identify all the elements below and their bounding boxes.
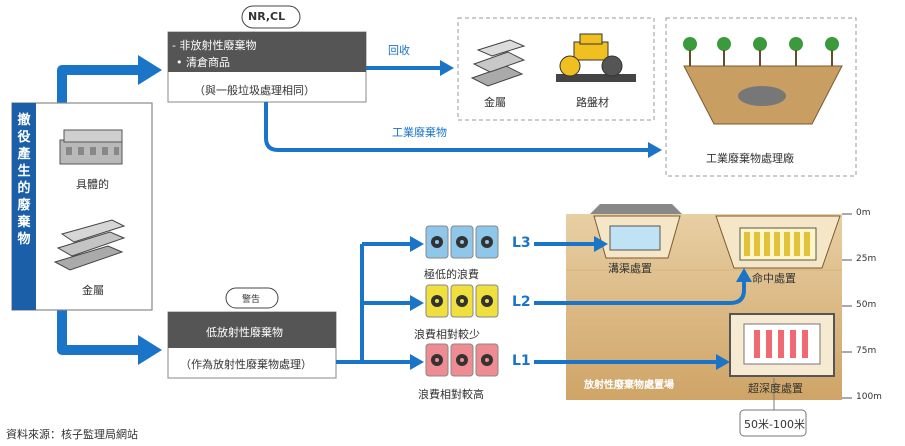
pit-disposal-label: 命中處置 [752, 272, 796, 285]
left-vertical-label: 撤役產生的廢棄物 [17, 113, 31, 247]
level-l3-code: L3 [512, 235, 531, 251]
depth-note-box [739, 409, 807, 437]
branch-arrows [336, 242, 412, 364]
depth-scale [842, 213, 852, 399]
barrels-l2-icon [425, 284, 499, 318]
arrow-to-nrcl [57, 65, 140, 118]
arrow-l2 [534, 280, 746, 305]
depth-tick-0: 0m [856, 208, 871, 218]
concrete-icon [59, 129, 123, 165]
barrels-l1-icon [425, 343, 499, 377]
level-l1-label: 浪費相對較高 [418, 388, 484, 401]
depth-tick-25: 25m [856, 254, 877, 264]
recycled-metal-icon [470, 39, 526, 87]
nrcl-box-header [168, 32, 366, 72]
recycle-metal-label: 金屬 [484, 96, 506, 109]
deep-disposal-label: 超深度處置 [748, 382, 803, 395]
lowlevel-box-header [168, 312, 336, 348]
source-note: 資料來源：核子監理局網站 [6, 428, 138, 441]
industrial-plant-label: 工業廢棄物處理廠 [706, 152, 794, 165]
trench-disposal-label: 溝渠處置 [608, 262, 652, 275]
arrow-industrial [264, 102, 650, 152]
left-vertical-band [12, 103, 36, 310]
flow-arrows [57, 65, 140, 355]
road-label: 路盤材 [576, 96, 609, 109]
depth-tick-75: 75m [856, 346, 877, 356]
metal-label: 金屬 [82, 284, 104, 297]
depth-note: 50米-100米 [744, 418, 805, 431]
warning-badge-text: 警告 [242, 295, 261, 305]
concrete-label: 具體的 [76, 178, 109, 191]
arrowhead-lowlevel [138, 335, 162, 365]
industrial-arrow-label: 工業廢棄物 [392, 126, 447, 139]
road-roller-icon [556, 33, 636, 82]
barrels-l3-icon [425, 225, 499, 259]
metal-beams-icon [53, 219, 126, 271]
depth-tick-100: 100m [856, 392, 882, 402]
level-l2-code: L2 [512, 294, 531, 310]
level-l2-label: 浪費相對較少 [414, 328, 480, 341]
surface-cap [590, 204, 682, 214]
lowlevel-title: 低放射性廢棄物 [206, 326, 283, 339]
landfill-icon [683, 37, 843, 125]
arrowhead-nrcl [138, 55, 162, 85]
nrcl-badge [241, 5, 301, 29]
lowlevel-subtitle: （作為放射性廢棄物處理） [180, 358, 312, 371]
level-l3-label: 極低的浪費 [424, 268, 479, 281]
arrow-to-lowlevel [57, 300, 140, 355]
nrcl-badge-text: NR,CL [248, 10, 286, 23]
nrcl-line1: - 非放射性廢棄物 [172, 39, 257, 52]
recycle-arrow-label: 回收 [388, 44, 410, 57]
nrcl-line2: • 清倉商品 [176, 56, 230, 69]
warning-badge [225, 287, 279, 309]
disposal-site-label: 放射性廢棄物處置場 [584, 380, 674, 391]
nrcl-line3: （與一般垃圾處理相同） [194, 84, 315, 97]
depth-tick-50: 50m [856, 300, 877, 310]
level-l1-code: L1 [512, 353, 531, 369]
